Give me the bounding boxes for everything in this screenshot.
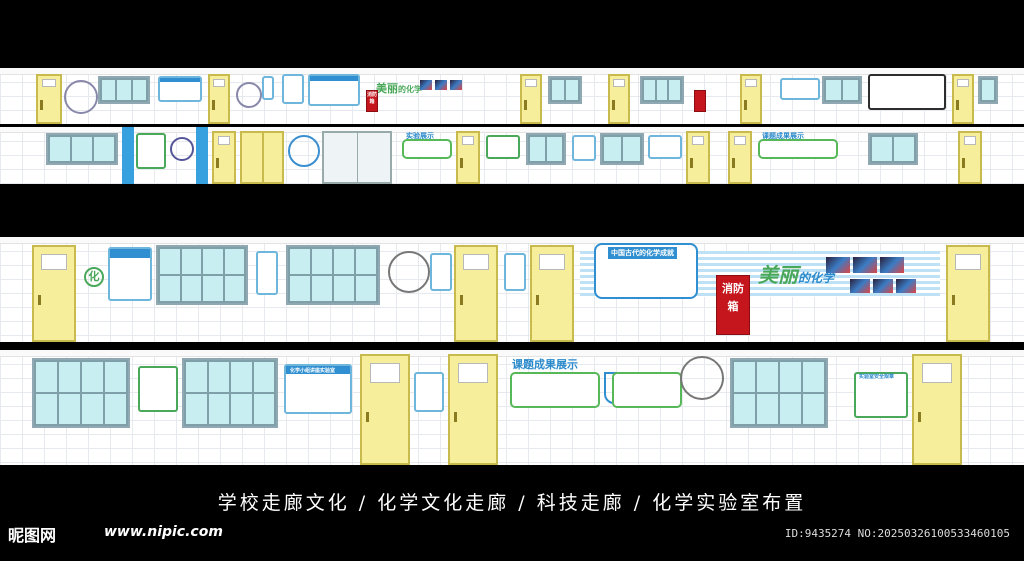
display-board <box>108 247 152 301</box>
corridor-strip-3: 化 中国古代的化学成就 消防箱 美丽的化学 <box>0 237 1024 342</box>
door <box>952 74 974 124</box>
display-board <box>572 135 596 161</box>
results-label: 课题成果展示 <box>512 358 578 371</box>
lab-display-frame <box>402 139 452 159</box>
wall-top <box>0 127 1024 133</box>
glass-door <box>322 131 392 184</box>
image-id: ID:9435274 NO:20250326100533460105 <box>784 527 1010 540</box>
wall-top <box>0 237 1024 244</box>
display-board <box>486 135 520 159</box>
door <box>608 74 630 124</box>
lab-display-label: 实验展示 <box>406 132 434 140</box>
display-board <box>256 251 278 295</box>
display-board <box>262 76 274 100</box>
display-board <box>282 74 304 104</box>
fire-box: 消防箱 <box>716 275 750 335</box>
lab-safety-board: 化学小组讲座实验室 <box>284 364 352 414</box>
results-frame <box>612 372 682 408</box>
window <box>46 133 118 165</box>
display-board <box>158 76 202 102</box>
corridor-strip-2: 实验展示 课题成果展示 <box>0 127 1024 184</box>
lab-rules-board: 实验室安全规章 <box>854 372 908 418</box>
door <box>912 354 962 465</box>
corridor-strip-1: 美丽的化学 消防箱 <box>0 68 1024 124</box>
molecule-icon <box>236 82 262 108</box>
door <box>530 245 574 342</box>
door <box>36 74 62 124</box>
caption-title: 学校走廊文化 / 化学文化走廊 / 科技走廊 / 化学实验室布置 <box>217 492 807 514</box>
door <box>448 354 498 465</box>
display-board <box>414 372 444 412</box>
display-board <box>136 133 166 169</box>
chem-blue-panel <box>196 127 208 184</box>
door <box>456 131 480 184</box>
molecule-icon <box>680 356 724 400</box>
display-board <box>430 253 452 291</box>
fire-box <box>694 90 706 112</box>
door <box>520 74 542 124</box>
china-chem-board <box>308 74 360 106</box>
window <box>600 133 644 165</box>
beautiful-chem-sign: 美丽的化学 <box>758 263 835 287</box>
door <box>686 131 710 184</box>
door <box>454 245 498 342</box>
photo-gallery <box>850 279 916 293</box>
corridor-strip-4: 化学小组讲座实验室 课题成果展示 实验室安全规章 <box>0 350 1024 465</box>
door <box>360 354 410 465</box>
double-door <box>240 131 284 184</box>
lab-rules-board <box>868 74 946 110</box>
window <box>156 245 248 305</box>
door <box>740 74 762 124</box>
site-logo: 昵图网 <box>8 526 57 545</box>
door <box>728 131 752 184</box>
lab-safety-title: 化学小组讲座实验室 <box>290 368 336 374</box>
molecule-icon <box>388 251 430 293</box>
door <box>32 245 76 342</box>
molecule-icon <box>288 135 320 167</box>
door <box>946 245 990 342</box>
fire-box: 消防箱 <box>366 90 378 112</box>
china-chem-board: 中国古代的化学成就 <box>594 243 698 299</box>
site-url: www.nipic.com <box>104 524 223 540</box>
window <box>978 76 998 104</box>
window <box>286 245 380 305</box>
door <box>212 131 236 184</box>
chem-blue-panel <box>122 127 134 184</box>
results-label: 课题成果展示 <box>762 132 804 140</box>
photo-gallery <box>420 80 462 90</box>
display-board <box>138 366 178 412</box>
display-board <box>504 253 526 291</box>
window <box>868 133 918 165</box>
results-frame <box>758 139 838 159</box>
results-board <box>780 78 820 100</box>
wall-top <box>0 350 1024 357</box>
window <box>182 358 278 428</box>
window <box>526 133 566 165</box>
molecule-icon <box>170 137 194 161</box>
door <box>958 131 982 184</box>
window <box>640 76 684 104</box>
china-chem-title: 中国古代的化学成就 <box>608 247 677 259</box>
lab-rules-title: 实验室安全规章 <box>859 374 895 380</box>
door <box>208 74 230 124</box>
molecule-icon <box>64 80 98 114</box>
window <box>98 76 150 104</box>
photo-gallery <box>826 257 904 273</box>
chem-char-badge: 化 <box>84 267 104 287</box>
window <box>548 76 582 104</box>
window <box>32 358 130 428</box>
results-frame <box>510 372 600 408</box>
window <box>730 358 828 428</box>
display-board <box>648 135 682 159</box>
wall-top <box>0 68 1024 75</box>
window <box>822 76 862 104</box>
beautiful-chem-sign: 美丽的化学 <box>376 82 422 95</box>
